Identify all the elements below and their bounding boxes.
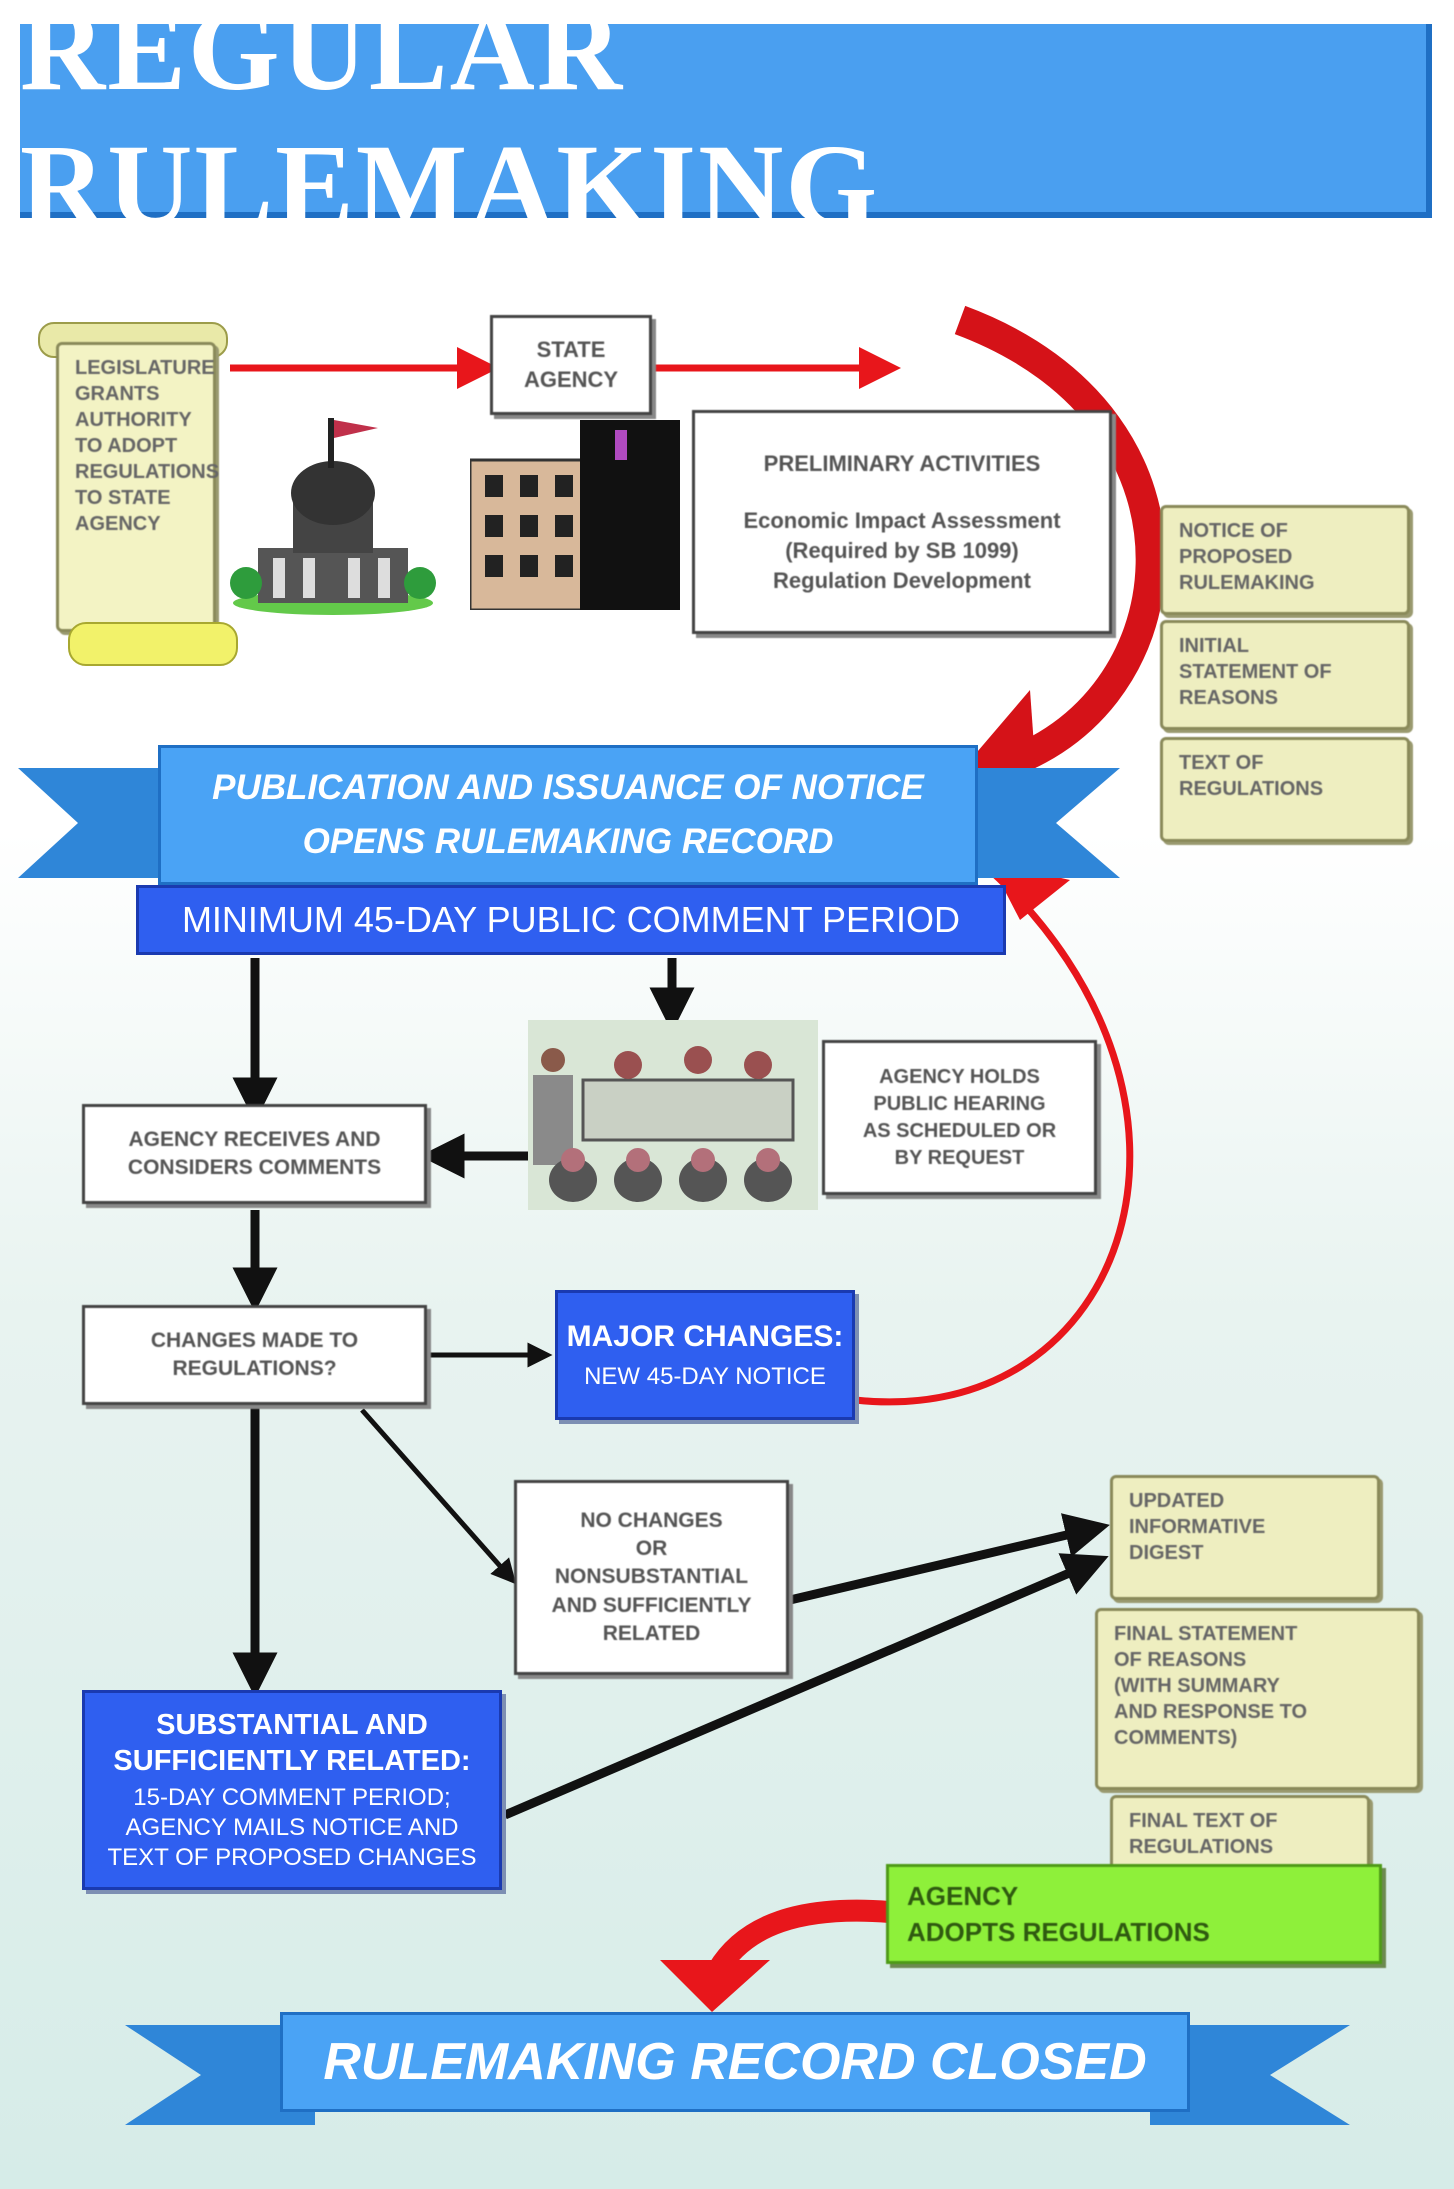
no-changes-line: NO CHANGES — [580, 1508, 723, 1532]
arrow-changes-to-nochanges — [360, 1408, 517, 1585]
arrow-adopts-to-closed — [708, 1899, 891, 1976]
scroll-line: TO ADOPT — [75, 435, 178, 457]
scroll-line: FINAL TEXT OF — [1129, 1810, 1278, 1832]
hearing-line: AGENCY HOLDS — [879, 1065, 1040, 1088]
scroll-line: REGULATIONS — [1129, 1836, 1274, 1858]
changes-line: REGULATIONS? — [172, 1357, 337, 1380]
agency-adopts-box: AGENCY ADOPTS REGULATIONS — [886, 1864, 1382, 1964]
comment-period-bar: MINIMUM 45-DAY PUBLIC COMMENT PERIOD — [136, 885, 1006, 955]
scroll-line: AGENCY — [75, 513, 161, 535]
scroll-line: TEXT OF — [1179, 752, 1264, 774]
scroll-line: INITIAL — [1179, 635, 1249, 657]
arrow-curve-to-publication — [954, 305, 1166, 785]
preliminary-heading: PRELIMINARY ACTIVITIES — [763, 450, 1041, 476]
substantial-line: 15-DAY COMMENT PERIOD; — [133, 1784, 451, 1812]
substantial-box: SUBSTANTIAL AND SUFFICIENTLY RELATED: 15… — [82, 1690, 502, 1890]
state-agency-line: STATE — [536, 337, 606, 363]
changes-made-box: CHANGES MADE TO REGULATIONS? — [82, 1305, 427, 1405]
substantial-title-1: SUBSTANTIAL AND — [156, 1708, 428, 1741]
scroll-line: COMMENTS) — [1114, 1727, 1238, 1749]
no-changes-line: OR — [635, 1536, 668, 1560]
preliminary-line: Regulation Development — [773, 567, 1031, 593]
closed-text: RULEMAKING RECORD CLOSED — [323, 2033, 1147, 2091]
final-scroll-digest: UPDATED INFORMATIVE DIGEST — [1110, 1475, 1380, 1600]
arrow-substantial-to-final — [503, 1553, 1109, 1820]
preliminary-activities-box: PRELIMINARY ACTIVITIES Economic Impact A… — [692, 410, 1112, 634]
no-changes-line: RELATED — [602, 1622, 701, 1646]
legislature-scroll-body: LEGISLATURE GRANTS AUTHORITY TO ADOPT RE… — [56, 342, 220, 632]
hearing-line: AS SCHEDULED OR — [862, 1119, 1057, 1142]
scroll-line: PROPOSED — [1179, 546, 1293, 568]
capitol-building-icon — [228, 398, 438, 618]
final-scroll-reasons: FINAL STATEMENT OF REASONS (WITH SUMMARY… — [1095, 1608, 1420, 1790]
arrow-major-changes-return — [854, 867, 1134, 1406]
scroll-line: NOTICE OF — [1179, 520, 1288, 542]
hearing-line: PUBLIC HEARING — [873, 1092, 1046, 1115]
major-changes-title: MAJOR CHANGES: — [566, 1320, 844, 1354]
scroll-line: DIGEST — [1129, 1542, 1204, 1564]
publication-line-1: PUBLICATION AND ISSUANCE OF NOTICE — [212, 767, 924, 807]
scroll-line: (WITH SUMMARY — [1114, 1675, 1280, 1697]
scroll-line: REGULATIONS — [75, 461, 220, 483]
scroll-line: REGULATIONS — [1179, 778, 1324, 800]
receives-comments-box: AGENCY RECEIVES AND CONSIDERS COMMENTS — [82, 1104, 427, 1204]
adopts-line: AGENCY — [907, 1880, 1019, 1911]
preliminary-line: Economic Impact Assessment — [743, 508, 1061, 534]
major-changes-subtitle: NEW 45-DAY NOTICE — [584, 1362, 826, 1390]
scroll-line: GRANTS — [75, 383, 160, 405]
receives-line: AGENCY RECEIVES AND — [128, 1127, 381, 1151]
state-agency-box: STATE AGENCY — [490, 315, 652, 415]
changes-line: CHANGES MADE TO — [150, 1328, 359, 1352]
scroll-line: AUTHORITY — [75, 409, 192, 431]
scroll-line: UPDATED — [1129, 1490, 1225, 1512]
notice-scroll-reasons: INITIAL STATEMENT OF REASONS — [1160, 620, 1410, 730]
substantial-title-2: SUFFICIENTLY RELATED: — [113, 1745, 471, 1777]
public-hearing-box: AGENCY HOLDS PUBLIC HEARING AS SCHEDULED… — [822, 1040, 1097, 1195]
no-changes-line: AND SUFFICIENTLY — [551, 1593, 752, 1617]
preliminary-line: (Required by SB 1099) — [785, 538, 1019, 563]
scroll-line: OF REASONS — [1114, 1649, 1247, 1671]
legislature-scroll: LEGISLATURE GRANTS AUTHORITY TO ADOPT RE… — [38, 322, 238, 666]
adopts-line: ADOPTS REGULATIONS — [907, 1917, 1210, 1947]
substantial-line: TEXT OF PROPOSED CHANGES — [107, 1844, 477, 1872]
scroll-line: FINAL STATEMENT — [1114, 1623, 1298, 1645]
public-hearing-icon — [528, 1020, 818, 1210]
arrow-nochanges-to-final — [788, 1513, 1110, 1605]
receives-line: CONSIDERS COMMENTS — [127, 1156, 382, 1179]
scroll-line: INFORMATIVE — [1129, 1516, 1266, 1538]
publication-ribbon: PUBLICATION AND ISSUANCE OF NOTICE OPENS… — [158, 745, 978, 885]
publication-line-2: OPENS RULEMAKING RECORD — [302, 822, 834, 861]
hearing-line: BY REQUEST — [894, 1146, 1025, 1169]
office-building-icon — [468, 420, 680, 612]
scroll-line: LEGISLATURE — [75, 357, 215, 379]
scroll-line: TO STATE — [75, 487, 171, 509]
major-changes-box: MAJOR CHANGES: NEW 45-DAY NOTICE — [555, 1290, 855, 1420]
scroll-curl-bottom — [68, 622, 238, 666]
closed-ribbon: RULEMAKING RECORD CLOSED — [280, 2012, 1190, 2112]
notice-scroll-text: TEXT OF REGULATIONS — [1160, 737, 1410, 842]
scroll-line: RULEMAKING — [1179, 572, 1315, 594]
scroll-line: STATEMENT OF — [1179, 661, 1332, 683]
scroll-line: AND RESPONSE TO — [1114, 1701, 1307, 1723]
no-changes-box: NO CHANGES OR NONSUBSTANTIAL AND SUFFICI… — [514, 1480, 789, 1675]
arrowhead-closed — [660, 1960, 770, 2012]
scroll-line: REASONS — [1179, 687, 1278, 709]
substantial-line: AGENCY MAILS NOTICE AND — [125, 1814, 459, 1842]
notice-scroll-notice: NOTICE OF PROPOSED RULEMAKING — [1160, 505, 1410, 615]
no-changes-line: NONSUBSTANTIAL — [554, 1565, 749, 1589]
state-agency-line: AGENCY — [523, 367, 619, 392]
